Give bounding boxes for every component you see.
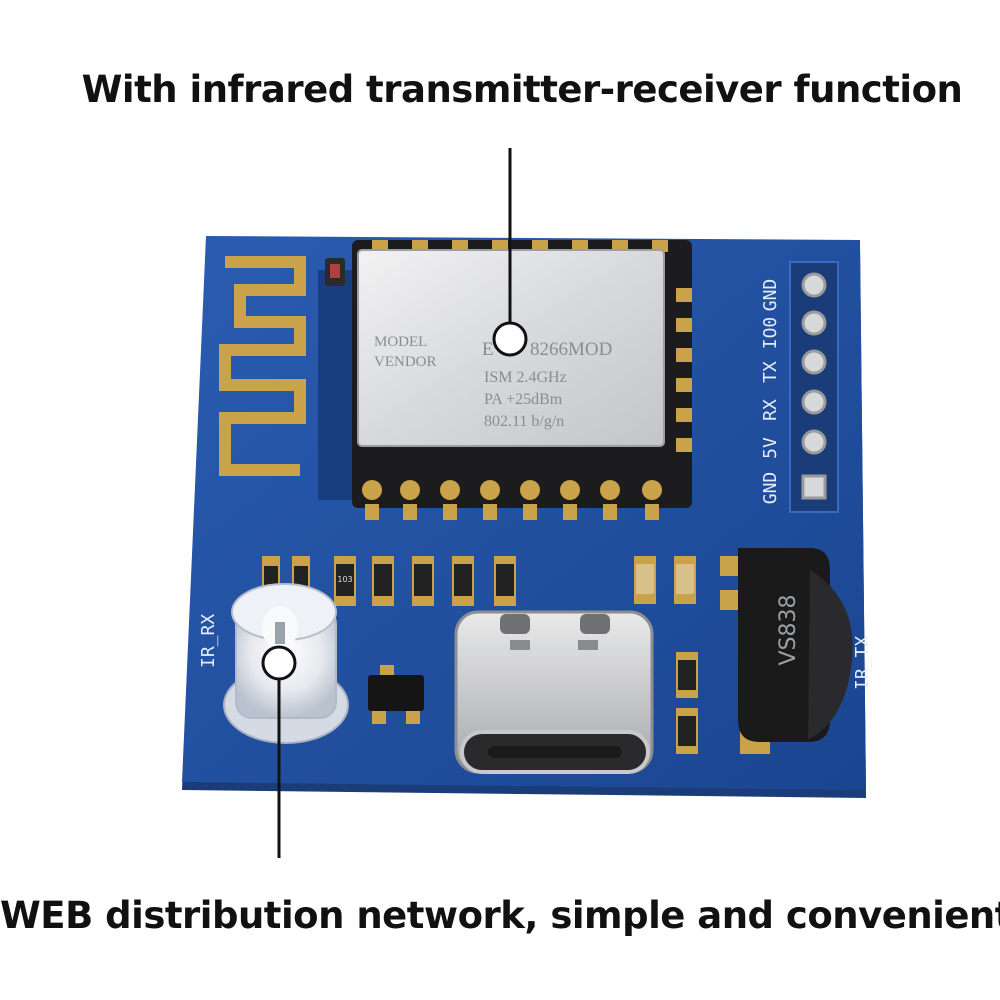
callout-dot [261, 645, 297, 681]
header-pin-labels: GND IO0 TX RX 5V GND [760, 279, 781, 505]
top-caption: With infrared transmitter-receiver funct… [81, 68, 963, 111]
ir-rx-label: IR_RX [198, 614, 219, 668]
pin-label: RX [760, 399, 781, 421]
standard-text: 802.11 b/g/n [484, 413, 564, 430]
pin-header [789, 261, 839, 513]
model-suffix: 8266MOD [530, 339, 612, 360]
pin-hole [801, 349, 827, 375]
module-pads-bottom [362, 480, 662, 520]
pin-hole [801, 429, 827, 455]
pin-hole [801, 272, 827, 298]
callout-top [492, 148, 528, 357]
pin-label: IO0 [760, 317, 781, 350]
model-label: MODEL [374, 334, 427, 350]
ir-receiver: VS838 [720, 548, 853, 754]
usb-c-connector [454, 610, 654, 774]
resistor-marking: 103 [337, 575, 352, 584]
vendor-label: VENDOR [374, 354, 437, 370]
ism-text: ISM 2.4GHz [484, 369, 567, 386]
module-pads-right [676, 288, 692, 452]
smd-transistor [368, 665, 424, 724]
wifi-module: MODEL VENDOR E 8266MOD ISM 2.4GHz PA +25… [352, 240, 692, 520]
pin-hole [801, 310, 827, 336]
receiver-marking: VS838 [776, 594, 801, 665]
ir-tx-label: IR_TX [852, 636, 873, 690]
pin-label: GND [760, 472, 781, 505]
model-prefix: E [482, 339, 494, 360]
pin-label: GND [760, 279, 781, 312]
pin-label: 5V [760, 437, 781, 459]
pcb-antenna-trace [219, 256, 358, 500]
pin-hole-square [801, 474, 827, 500]
callout-bottom [261, 645, 297, 858]
callout-dot [492, 321, 528, 357]
pin-hole [801, 389, 827, 415]
pin-label: TX [760, 361, 781, 383]
pa-text: PA +25dBm [484, 391, 563, 408]
bottom-caption: WEB distribution network, simple and con… [0, 894, 1000, 937]
